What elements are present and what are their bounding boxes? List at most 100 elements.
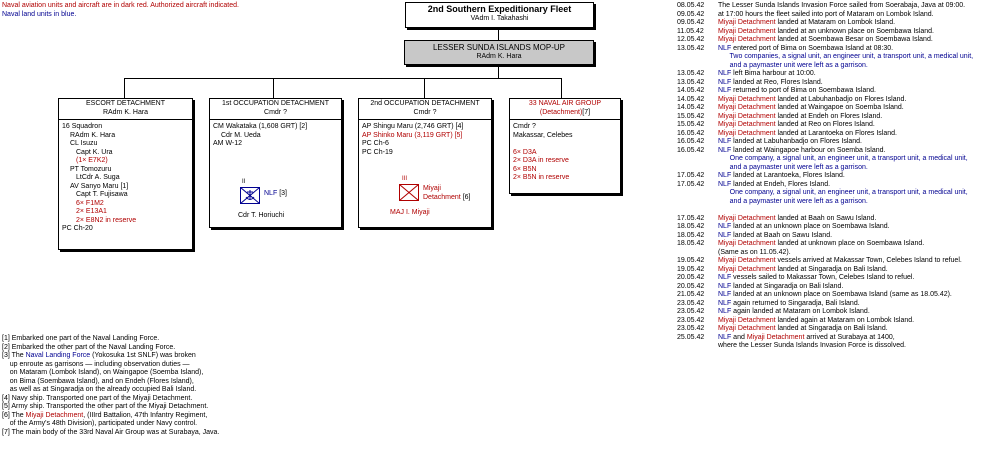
timeline-text: NLF and Miyaji Detachment arrived at Sur…	[718, 334, 895, 343]
footnote-line: up enroute as garrisons — including obse…	[2, 361, 219, 370]
timeline-entry: where the Lesser Sunda Islands Invasion …	[677, 342, 1000, 351]
timeline-text: NLF landed at an unknown place on Soemba…	[718, 291, 952, 300]
timeline-text-part: landed at Reo on Flores Island.	[775, 121, 875, 128]
timeline-entry: and a paymaster unit were left as a garr…	[677, 62, 1000, 71]
timeline-date: 12.05.42	[677, 36, 705, 43]
timeline-text-part: One company, a signal unit, an engineer …	[718, 155, 968, 162]
timeline-text-part: landed at Reo, Flores Island.	[731, 78, 823, 86]
timeline-text-part: NLF	[718, 70, 732, 77]
escort-unit-line: CL Isuzu	[70, 140, 98, 147]
timeline-text: NLF landed at Reo, Flores Island.	[718, 79, 823, 88]
occ2-unit-line: PC Ch-6	[362, 140, 389, 147]
timeline-text-part: Miyaji Detachment	[718, 257, 776, 264]
timeline-date: 14.05.42	[677, 104, 705, 111]
footnote-line: on Mataram (Lombok Island), on Waingapoe…	[2, 369, 219, 378]
nlf-unit-symbol-icon	[240, 187, 260, 204]
air-subtitle: (Detachment)	[539, 108, 583, 116]
timeline-date: 13.05.42	[677, 78, 705, 86]
timeline-entry: 16.05.42 Miyaji Detachment landed at Lara…	[677, 130, 1000, 139]
timeline-entry: and a paymaster unit were left as a garr…	[677, 164, 1000, 173]
timeline-text: Miyaji Detachment landed again at Matara…	[718, 317, 914, 326]
timeline-text-part: Miyaji Detachment	[746, 333, 805, 341]
timeline-text-part: landed at Singaradja on Bali Island.	[731, 282, 844, 290]
timeline-date: 13.05.42	[677, 44, 705, 52]
escort-box: ESCORT DETACHMENT RAdm K. Hara 16 Squadr…	[58, 98, 193, 250]
timeline-text-part: landed at Mataram on Lombok Island.	[775, 19, 896, 26]
timeline-text-part: and a paymaster unit were left as a garr…	[718, 197, 868, 205]
timeline-text-part: vessels sailed to Makassar Town, Celebes…	[731, 274, 915, 281]
air-unit-line: 2× D3A in reserve	[513, 157, 569, 164]
timeline-entry: (Same as on 11.05.42).	[677, 249, 1000, 258]
nlf-size-marker: II	[242, 179, 246, 185]
timeline-text-part: vessels arrived at Makassar Town, Celebe…	[775, 257, 962, 264]
timeline-text-part: where the Lesser Sunda Islands Invasion …	[718, 342, 906, 349]
miyaji-label-2: Detachment	[423, 193, 461, 201]
escort-commander: RAdm K. Hara	[102, 108, 149, 116]
timeline-text-part: landed at Endeh on Flores Island.	[775, 112, 883, 120]
timeline-text-part: Miyaji Detachment	[718, 36, 776, 43]
connector	[424, 78, 425, 98]
footnote-text: (Yokosuka 1st SNLF) was broken	[90, 352, 196, 359]
timeline-text-part: landed at Labuhanbadjo on Flores Island.	[731, 138, 862, 145]
timeline-text: where the Lesser Sunda Islands Invasion …	[718, 342, 906, 351]
timeline-text: Two companies, a signal unit, an enginee…	[718, 53, 974, 62]
timeline-text-part: (Same as on 11.05.42).	[718, 248, 791, 256]
timeline-date: 11.05.42	[677, 27, 704, 35]
mopup-title: LESSER SUNDA ISLANDS MOP-UP	[432, 43, 566, 52]
timeline-date: 25.05.42	[677, 333, 705, 341]
air-unit-line: 2× B5N in reserve	[513, 174, 570, 181]
timeline-entry: One company, a signal unit, an engineer …	[677, 189, 1000, 198]
footnote-text: [7] The main body of the 33rd Naval Air …	[2, 428, 220, 436]
timeline-text-part: Miyaji Detachment	[718, 19, 776, 26]
timeline-date: 08.05.42	[677, 2, 705, 9]
footnote-text: [6] The	[2, 411, 26, 419]
footnote-text: [2] Embarked the other part of the Naval…	[2, 343, 176, 351]
timeline-text: NLF landed at Endeh, Flores Island.	[718, 181, 830, 190]
timeline-text: Miyaji Detachment landed at Larantoeka o…	[718, 130, 897, 139]
timeline-text: NLF again returned to Singaradja, Bali I…	[718, 300, 860, 309]
timeline-text: NLF landed at Baah on Sawu Island.	[718, 232, 832, 241]
timeline-text-part: NLF	[718, 333, 732, 341]
timeline-text-part: entered port of Bima on Soembawa Island …	[731, 44, 894, 52]
occ2-header: 2nd OCCUPATION DETACHMENT Cmdr ?	[359, 99, 491, 120]
timeline-text-part: Miyaji Detachment	[718, 265, 776, 273]
timeline-date: 09.05.42	[677, 10, 705, 18]
footnote-line: [7] The main body of the 33rd Naval Air …	[2, 429, 219, 438]
timeline-entry	[677, 206, 1000, 215]
timeline-text: One company, a signal unit, an engineer …	[718, 155, 968, 164]
timeline-date: 16.05.42	[677, 146, 705, 154]
timeline-text: One company, a signal unit, an engineer …	[718, 189, 968, 198]
timeline-text: NLF landed at Larantoeka, Flores Island.	[718, 172, 845, 181]
timeline-text-part: Miyaji Detachment	[718, 316, 776, 324]
connector	[124, 78, 561, 79]
escort-unit-line: Capt K. Ura	[76, 148, 113, 156]
timeline-text: Miyaji Detachment landed at Singaradja o…	[718, 266, 888, 275]
air-unit-line: Cmdr ?	[513, 123, 536, 130]
occ1-commander: Cmdr ?	[264, 108, 287, 116]
occ2-title: 2nd OCCUPATION DETACHMENT	[370, 100, 480, 107]
timeline-date: 16.05.42	[677, 129, 705, 137]
timeline-text-part: NLF	[718, 299, 732, 307]
miyaji-unit-symbol-icon	[399, 184, 419, 201]
footnote-line: [5] Army ship. Transported the other par…	[2, 403, 219, 412]
timeline-text: NLF again landed at Mataram on Lombok Is…	[718, 308, 870, 317]
timeline-text-part: returned to port of Bima on Soembawa Isl…	[731, 87, 876, 94]
air-subtitle-row: (Detachment)[7]	[510, 109, 620, 118]
timeline-text: Miyaji Detachment landed at Waingapoe on…	[718, 104, 904, 113]
timeline-text-part: landed again at Mataram on Lombok Island…	[775, 316, 915, 324]
air-unit-line: 6× D3A	[513, 148, 537, 156]
timeline-text-part: NLF	[718, 223, 732, 230]
timeline-entry: 13.05.42 NLF landed at Reo, Flores Island…	[677, 79, 1000, 88]
air-title: 33 NAVAL AIR GROUP	[528, 100, 602, 107]
timeline-text-part: NLF	[718, 274, 732, 281]
escort-title: ESCORT DETACHMENT	[86, 100, 165, 107]
escort-unit-line: (1× E7K2)	[76, 157, 108, 164]
